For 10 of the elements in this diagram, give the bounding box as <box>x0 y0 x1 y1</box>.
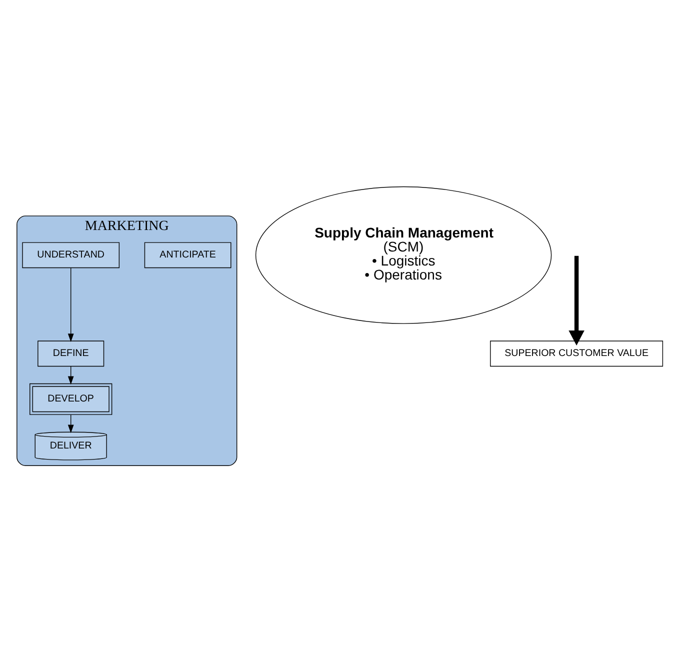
arrow <box>68 366 74 384</box>
node-box: UNDERSTAND <box>22 242 120 268</box>
arrow <box>68 414 74 433</box>
arrow <box>568 255 584 345</box>
node-box: SUPERIOR CUSTOMER VALUE <box>490 340 664 366</box>
node-ellipse: Supply Chain Management (SCM) • Logistics • Operations <box>255 186 552 324</box>
arrow <box>68 267 74 342</box>
node-box: DEVELOP <box>30 382 112 414</box>
node-box: ANTICIPATE <box>144 242 232 268</box>
node-box: DEFINE <box>38 340 104 366</box>
